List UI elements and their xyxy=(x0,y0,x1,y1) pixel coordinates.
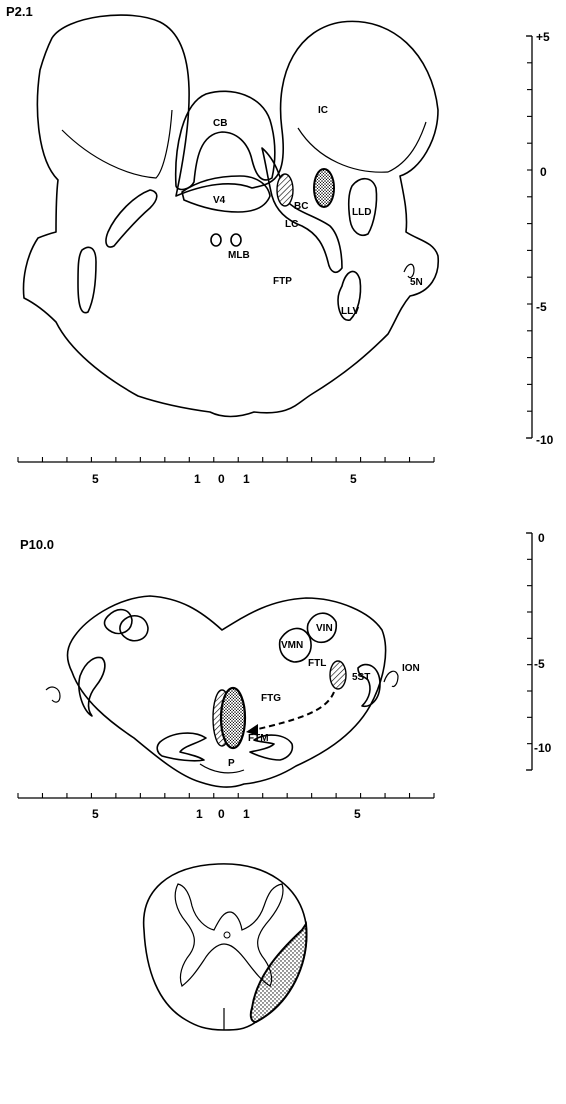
cerebellum-shape xyxy=(176,91,275,189)
mid-vertical-scale: 0 -5 -10 xyxy=(526,531,552,770)
label-cb: CB xyxy=(213,118,227,129)
label-ftl: FTL xyxy=(308,658,326,669)
vscale-mid-minus10: -10 xyxy=(534,741,552,755)
section-title-p2-1: P2.1 xyxy=(6,4,33,19)
label-llv: LLV xyxy=(341,306,359,317)
hscale-mid-0: 0 xyxy=(218,807,225,821)
mid-horizontal-scale: 5 1 0 1 5 xyxy=(18,793,434,821)
section-p10-0: P10.0 VIN VMN FTL 5ST ION xyxy=(18,531,552,821)
hscale-top-left1: 1 xyxy=(194,472,201,486)
stippled-region xyxy=(314,169,334,207)
label-5n: 5N xyxy=(410,277,423,288)
hscale-mid-left1: 1 xyxy=(196,807,203,821)
label-v4: V4 xyxy=(213,195,226,206)
left-ic-curve xyxy=(62,110,172,178)
section-p2-1: P2.1 IC CB V4 BC xyxy=(6,4,554,486)
hscale-top-0: 0 xyxy=(218,472,225,486)
hscale-mid-right5: 5 xyxy=(354,807,361,821)
5st-shape xyxy=(358,665,380,707)
label-bc: BC xyxy=(294,201,308,212)
fourth-ventricle-shape xyxy=(182,176,270,212)
right-ic-curve xyxy=(298,122,426,172)
left-olive-shape xyxy=(157,733,206,761)
label-ftp: FTP xyxy=(273,276,292,287)
label-ion: ION xyxy=(402,663,420,674)
spinal-lesion-region xyxy=(251,924,307,1022)
label-ftg: FTG xyxy=(261,693,281,704)
hscale-top-right5: 5 xyxy=(350,472,357,486)
hscale-top-left5: 5 xyxy=(92,472,99,486)
vscale-top-minus10: -10 xyxy=(536,433,554,447)
vscale-top-0: 0 xyxy=(540,165,547,179)
vscale-mid-minus5: -5 xyxy=(534,657,545,671)
section-title-p10-0: P10.0 xyxy=(20,537,54,552)
ftg-stippled-region xyxy=(221,688,245,748)
ftl-hatched-region xyxy=(330,661,346,689)
spinal-cord-outline xyxy=(144,864,307,1030)
left-ventral-band xyxy=(78,247,96,312)
mid-left-oval-1 xyxy=(105,610,132,634)
mid-left-nerve xyxy=(46,687,60,702)
label-lld: LLD xyxy=(352,207,371,218)
bc-hatched-region xyxy=(277,174,293,206)
central-canal xyxy=(224,932,230,938)
mid-left-oval-2 xyxy=(120,616,148,641)
label-lc: LC xyxy=(285,219,298,230)
mid-left-lobe xyxy=(79,658,105,716)
label-mlb: MLB xyxy=(228,250,250,261)
vscale-mid-0: 0 xyxy=(538,531,545,545)
label-vin: VIN xyxy=(316,623,333,634)
hscale-mid-right1: 1 xyxy=(243,807,250,821)
label-5st: 5ST xyxy=(352,672,370,683)
label-vmn: VMN xyxy=(281,640,303,651)
vscale-top-plus5: +5 xyxy=(536,30,550,44)
midline-groove xyxy=(200,764,244,773)
hscale-mid-left5: 5 xyxy=(92,807,99,821)
label-ftm: FTM xyxy=(248,733,269,744)
vscale-top-minus5: -5 xyxy=(536,300,547,314)
label-ic: IC xyxy=(318,105,328,116)
p2-1-outline xyxy=(24,15,439,416)
ion-nerve xyxy=(384,671,398,686)
5n-nerve xyxy=(404,264,414,277)
mlb-right-oval xyxy=(231,234,241,246)
left-lateral-band xyxy=(106,190,157,247)
top-vertical-scale: +5 0 -5 -10 xyxy=(526,30,554,447)
spinal-cord-section xyxy=(144,864,307,1030)
label-p: P xyxy=(228,758,235,769)
top-horizontal-scale: 5 1 0 1 5 xyxy=(18,457,434,486)
hscale-top-right1: 1 xyxy=(243,472,250,486)
mlb-left-oval xyxy=(211,234,221,246)
